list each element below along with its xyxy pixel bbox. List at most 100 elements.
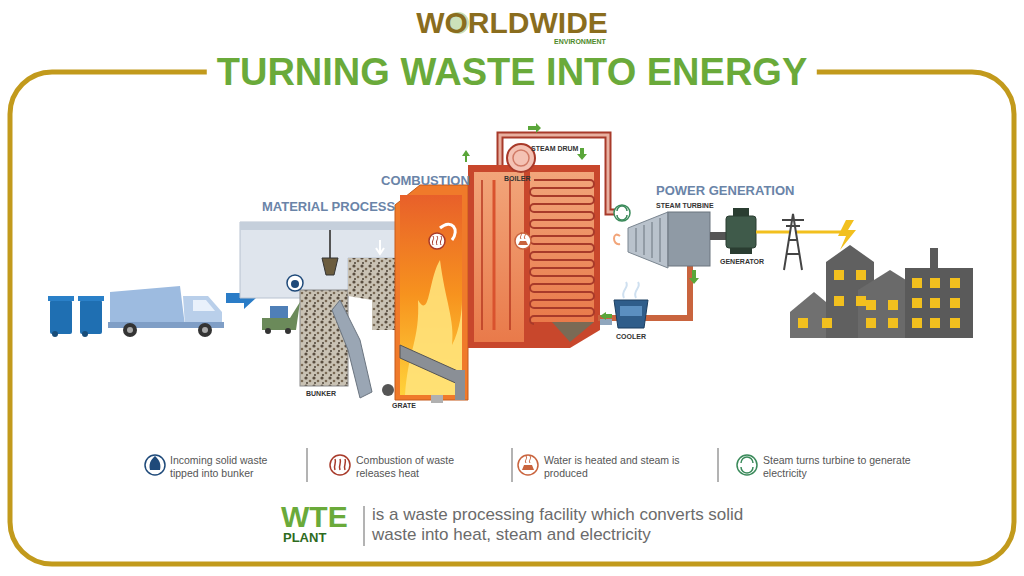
legend-icon-turbine [741,457,753,473]
cooler [623,282,639,298]
legend-text: Combustion of waste releases heat [356,454,496,480]
generator [726,216,756,248]
material-building [322,258,338,275]
pylon [782,214,804,270]
flow-arrows [600,312,612,320]
part-label: STEAM DRUM [531,145,578,153]
city-windows [834,296,844,306]
caption: is a waste processing facility which con… [372,505,772,544]
garbage-truck [183,296,222,326]
boiler [474,172,524,342]
boiler-coils [530,212,594,228]
part-label: BOILER [504,175,530,183]
legend-icon-heat [330,455,350,475]
legend-icon-waste [145,455,165,475]
steam-turbine [710,232,726,240]
cooler [620,306,642,316]
steam-turbine [668,212,710,266]
city-windows [950,298,960,308]
waste-bins [52,331,58,337]
legend-icon-turbine [737,455,757,475]
waste-bins [48,296,74,301]
step-icon-turbine [614,205,630,221]
boiler [530,172,594,322]
city [905,268,973,338]
city [930,248,938,268]
legend-icon-heat [330,455,350,475]
material-building [348,258,400,330]
legend-icon-waste [145,455,165,475]
step-icon-waste [287,275,303,291]
material-building [262,302,300,330]
step-icon-steam [520,232,525,239]
step-icon-turbine [614,205,630,221]
city-windows [866,300,876,310]
part-label: GRATE [392,402,416,410]
material-building [332,300,372,398]
flow-arrows [689,270,699,284]
city-windows [834,270,844,280]
material-building [329,230,331,258]
waste-bins [78,296,104,301]
legend-text: Incoming solid waste tipped into bunker [170,454,292,480]
steam-drum [507,144,535,172]
caption-separator [363,506,365,546]
garbage-truck [108,286,224,337]
furnace [400,195,462,395]
legend-icon-turbine [737,455,757,475]
legend-separators [306,448,308,482]
generator [730,248,752,254]
logo-plant: PLANT [283,531,326,545]
step-icon-steam [515,233,531,249]
furnace [395,185,468,400]
boiler-coils [530,180,594,324]
boiler-coils [530,260,594,276]
city-windows [888,318,898,328]
boiler-coils [530,292,594,308]
waste-bins [50,300,72,334]
city-windows [822,318,832,328]
legend-text: Water is heated and steam is produced [544,454,702,480]
legend-icon-steam [522,465,534,470]
legend-separators [307,448,718,482]
steam-turbine [628,212,668,268]
boiler-coils [530,276,594,292]
lightning [838,220,856,250]
step-icon-heat [429,233,445,249]
logo-wte: WTE [281,500,348,533]
city-windows [866,318,876,328]
steam-pipe-inner [500,135,628,212]
part-label: BUNKER [306,390,336,398]
steam-turbine [636,218,660,262]
part-label: GENERATOR [720,258,764,266]
cooler [614,282,648,328]
material-building [376,240,384,254]
section-heading: POWER GENERATION [656,184,794,198]
legend-icon-steam [518,455,538,475]
material-building [285,328,291,334]
boiler-coils [530,244,594,260]
city-windows [930,278,940,288]
waste-bins [48,296,104,337]
city-windows [930,298,940,308]
pylon [782,214,804,270]
flow-arrows [577,148,587,160]
boiler [493,180,496,330]
title: TURNING WASTE INTO ENERGY [207,52,817,94]
flow-arrows [462,123,699,320]
city-windows [856,270,866,280]
garbage-truck [193,300,215,311]
step-icon-turbine [617,206,627,220]
city-windows [798,318,808,328]
legend-separators [717,448,719,482]
flow-arrows [462,150,470,162]
legend-separators [511,448,513,482]
legend-text: Steam turns turbine to generate electric… [763,454,933,480]
step-icon-heat [432,236,441,245]
furnace [400,345,460,385]
part-label: COOLER [616,333,646,341]
boiler-coils [530,180,594,196]
material-building [270,306,288,318]
city-windows [912,298,922,308]
